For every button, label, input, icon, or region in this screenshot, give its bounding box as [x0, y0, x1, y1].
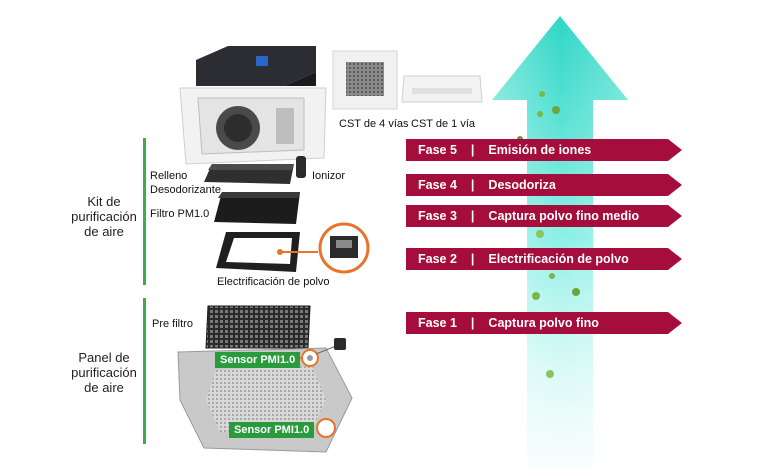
relleno-label: Relleno: [150, 170, 188, 182]
phase-number: Fase 2: [418, 252, 457, 266]
kit-label: Kit de purificación de aire: [71, 194, 137, 239]
phase-bar-2: Fase 2 | Electrificación de polvo: [406, 248, 682, 270]
phase-description: Captura polvo fino: [488, 316, 599, 330]
desodorizante-label: Desodorizante: [150, 184, 221, 196]
electrificacion-label: Electrificación de polvo: [217, 276, 330, 288]
cassette-unit-illustration: [179, 46, 327, 165]
phase-separator: |: [470, 209, 475, 223]
phase-number: Fase 1: [418, 316, 457, 330]
phase-description: Captura polvo fino medio: [488, 209, 640, 223]
deodorizer-illustration: [204, 164, 294, 184]
cst-4-way-label: CST de 4 vías: [339, 118, 409, 130]
sensor-badge-bottom: Sensor PMI1.0: [229, 422, 315, 438]
phase-separator: |: [470, 178, 475, 192]
panel-bracket: [143, 298, 146, 444]
sensor-marker-icon: [296, 338, 346, 367]
panel-label: Panel de purificación de aire: [71, 350, 137, 395]
cst-1-way-label: CST de 1 vía: [411, 118, 475, 130]
detail-zoom-illustration: [277, 222, 370, 274]
sensor-badge-top: Sensor PMI1.0: [215, 352, 301, 368]
cst-4-way-illustration: [332, 50, 398, 110]
phase-number: Fase 4: [418, 178, 457, 192]
phase-description: Desodoriza: [488, 178, 556, 192]
filtro-label: Filtro PM1.0: [150, 208, 210, 220]
phase-description: Electrificación de polvo: [488, 252, 629, 266]
phase-number: Fase 5: [418, 143, 457, 157]
ionizor-label: Ionizor: [312, 170, 346, 182]
phase-bar-5: Fase 5 | Emisión de iones: [406, 139, 682, 161]
phase-bar-3: Fase 3 | Captura polvo fino medio: [406, 205, 682, 227]
phase-number: Fase 3: [418, 209, 457, 223]
kit-bracket: [143, 138, 146, 285]
airflow-arrow: [492, 16, 628, 468]
phase-separator: |: [470, 143, 475, 157]
ionizer-illustration: [296, 156, 306, 178]
phase-bar-4: Fase 4 | Desodoriza: [406, 174, 682, 196]
phase-bar-1: Fase 1 | Captura polvo fino: [406, 312, 682, 334]
pm-filter-illustration: [214, 192, 300, 224]
phase-separator: |: [470, 316, 475, 330]
cst-1-way-illustration: [401, 75, 483, 103]
electrification-frame-illustration: [216, 232, 300, 272]
phase-separator: |: [470, 252, 475, 266]
prefiltro-label: Pre filtro: [152, 318, 193, 330]
phase-description: Emisión de iones: [488, 143, 592, 157]
